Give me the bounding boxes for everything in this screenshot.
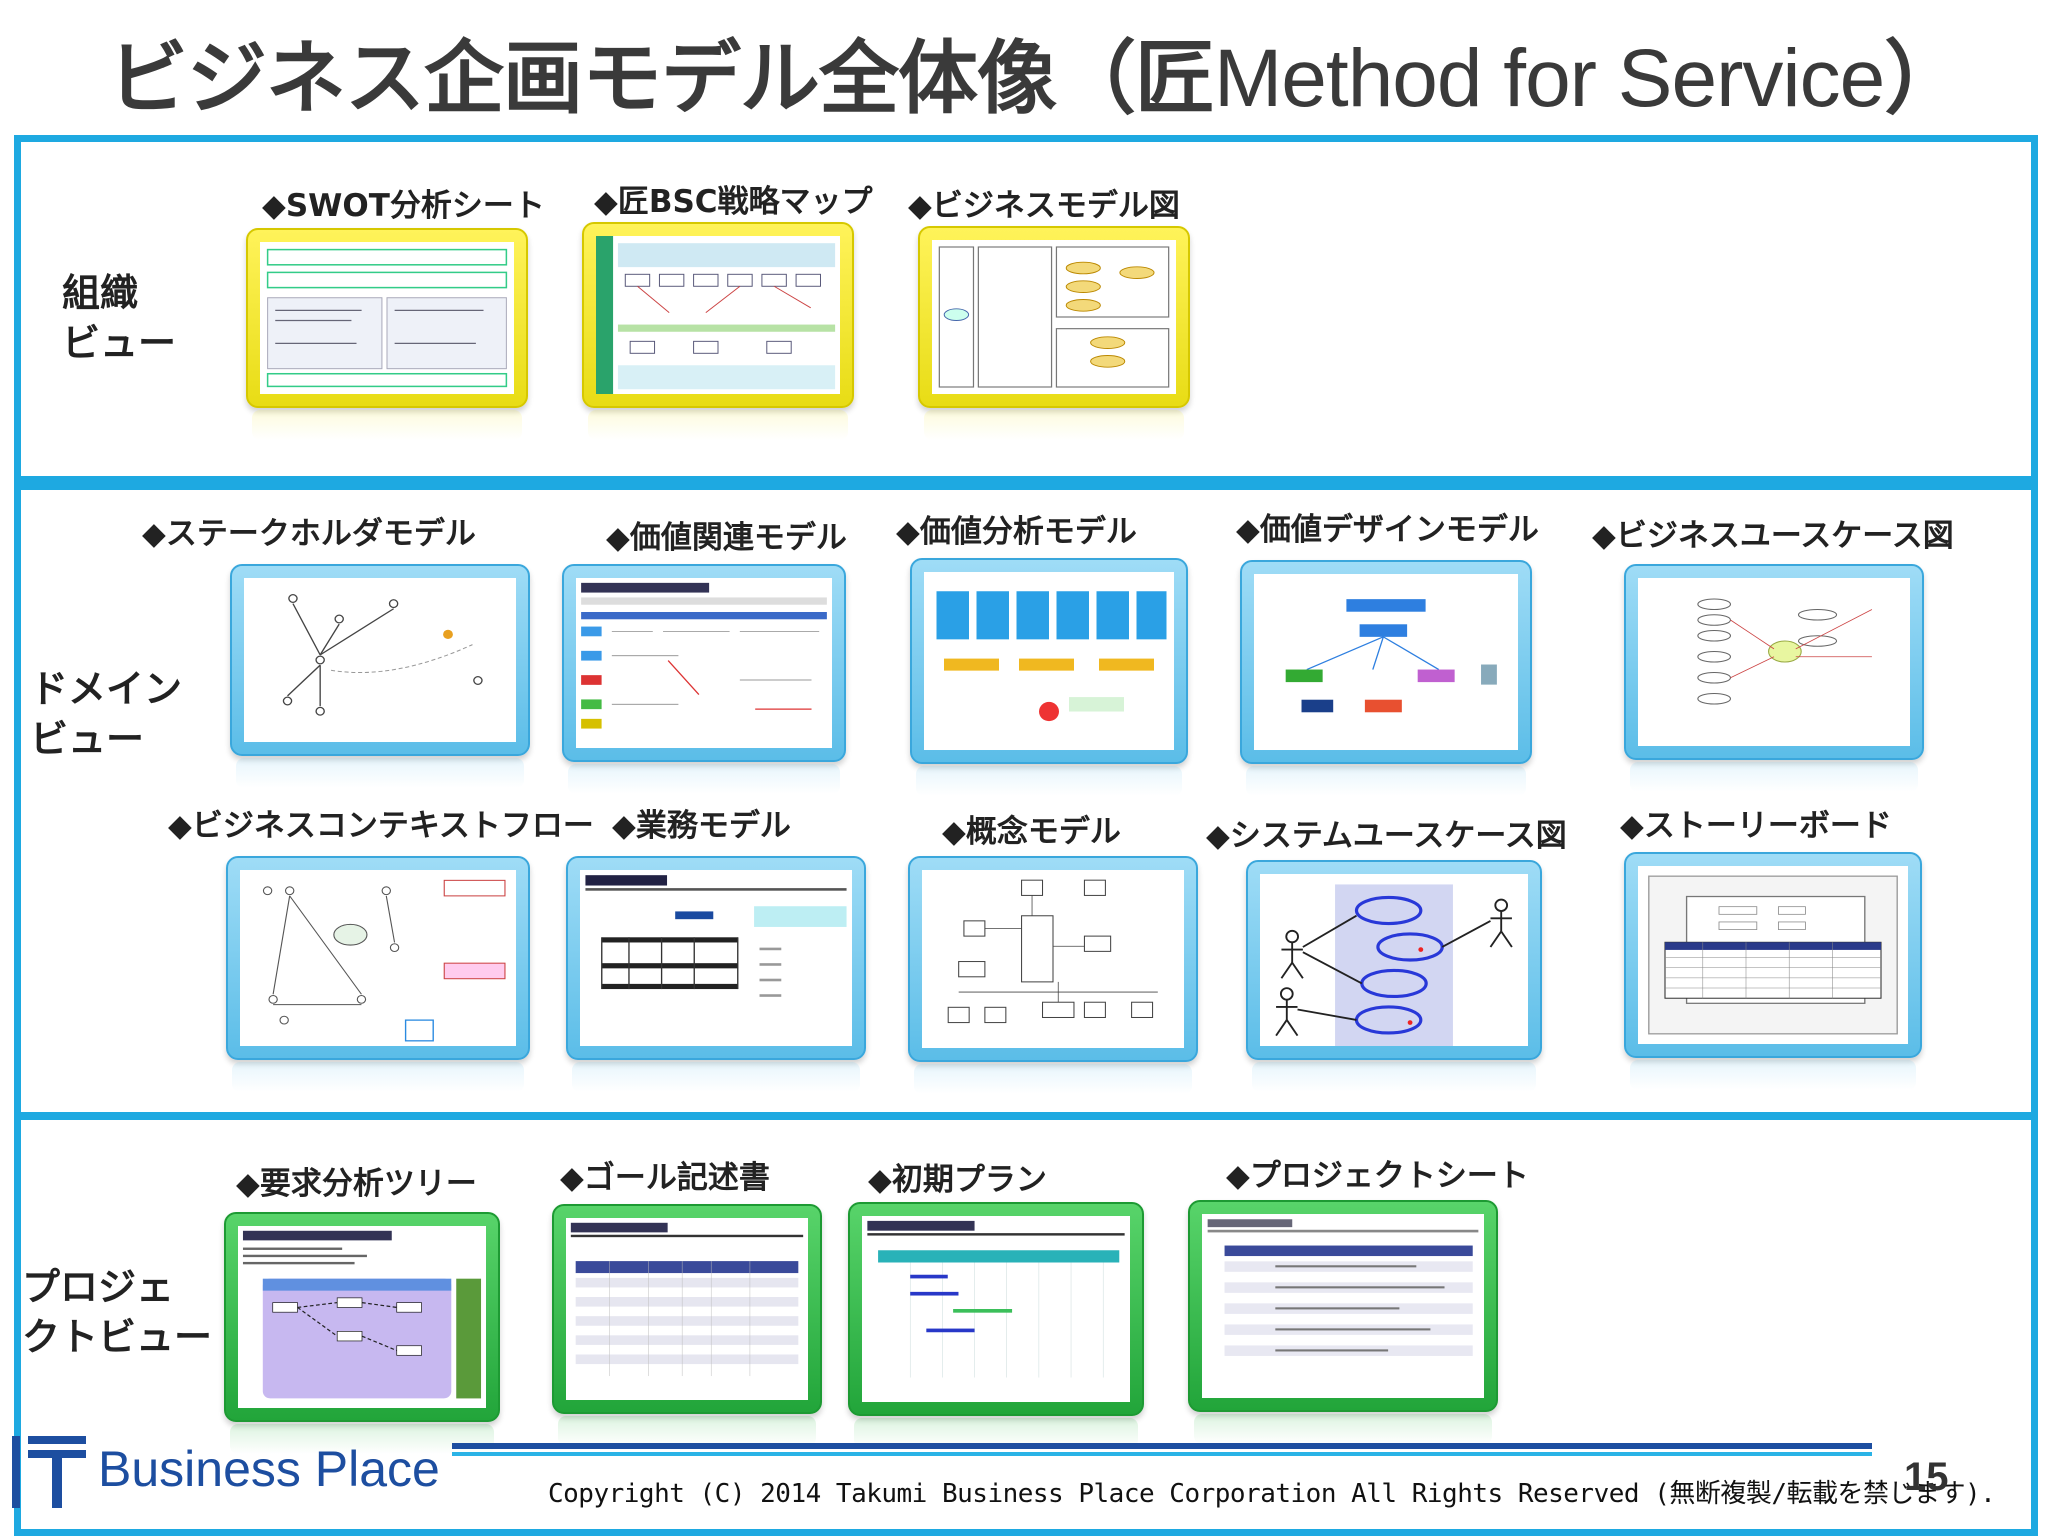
caption-value-design-model: ◆価値デザインモデル bbox=[1236, 512, 1539, 548]
thumb-stakeholder-model[interactable] bbox=[230, 564, 530, 788]
caption-requirement-tree: ◆要求分析ツリー bbox=[236, 1166, 477, 1202]
thumb-concept-model[interactable] bbox=[908, 856, 1198, 1094]
title-close: ） bbox=[1884, 32, 1964, 125]
caption-value-analysis-model: ◆価値分析モデル bbox=[896, 514, 1137, 550]
thumb-value-analysis-model[interactable] bbox=[910, 558, 1188, 796]
thumb-project-sheet[interactable] bbox=[1188, 1200, 1498, 1444]
thumb-storyboard[interactable] bbox=[1624, 852, 1922, 1090]
caption-system-usecase-diagram: ◆システムユースケース図 bbox=[1206, 818, 1567, 854]
footer-rule-light bbox=[452, 1452, 1872, 1456]
thumb-goal-statement[interactable] bbox=[552, 1204, 822, 1446]
page-number: 15 bbox=[1904, 1455, 1949, 1499]
thumb-business-context-flow[interactable] bbox=[226, 856, 530, 1092]
title-jp: ビジネス企画モデル全体像（匠 bbox=[108, 32, 1215, 125]
caption-business-context-flow: ◆ビジネスコンテキストフロー bbox=[168, 808, 594, 844]
caption-stakeholder-model: ◆ステークホルダモデル bbox=[142, 516, 476, 552]
thumb-requirement-tree[interactable] bbox=[224, 1212, 500, 1454]
footer-rule-dark bbox=[452, 1443, 1872, 1449]
caption-storyboard: ◆ストーリーボード bbox=[1620, 808, 1892, 844]
thumb-system-usecase-diagram[interactable] bbox=[1246, 860, 1542, 1092]
thumb-business-usecase-diagram[interactable] bbox=[1624, 564, 1924, 792]
caption-goal-statement: ◆ゴール記述書 bbox=[560, 1160, 770, 1196]
caption-business-model: ◆業務モデル bbox=[612, 808, 791, 844]
domain-view-label: ドメイン ビュー bbox=[30, 667, 183, 761]
thumb-value-relation-model[interactable] bbox=[562, 564, 846, 794]
caption-value-relation-model: ◆価値関連モデル bbox=[606, 520, 847, 556]
it-logo-icon bbox=[12, 1436, 86, 1508]
page-title: ビジネス企画モデル全体像（匠Method for Service） bbox=[108, 14, 1964, 130]
caption-project-sheet: ◆プロジェクトシート bbox=[1226, 1158, 1529, 1194]
logo-text: Business Place bbox=[98, 1441, 440, 1497]
caption-concept-model: ◆概念モデル bbox=[942, 814, 1121, 850]
caption-swot-sheet: ◆SWOT分析シート bbox=[262, 188, 545, 224]
caption-initial-plan: ◆初期プラン bbox=[868, 1162, 1047, 1198]
title-latin: Method for Service bbox=[1214, 33, 1885, 124]
copyright-notice: Copyright (C) 2014 Takumi Business Place… bbox=[548, 1479, 1996, 1509]
caption-bsc-strategy-map: ◆匠BSC戦略マップ bbox=[594, 184, 873, 220]
thumb-swot-sheet[interactable] bbox=[246, 228, 528, 440]
project-view-label: プロジェ クトビュー bbox=[22, 1265, 213, 1359]
thumb-bsc-strategy-map[interactable] bbox=[582, 222, 854, 440]
thumb-value-design-model[interactable] bbox=[1240, 560, 1532, 796]
company-logo: Business Place bbox=[8, 1432, 458, 1512]
thumb-business-model-diagram[interactable] bbox=[918, 226, 1190, 440]
thumb-initial-plan[interactable] bbox=[848, 1202, 1144, 1448]
organization-view-label: 組織 ビュー bbox=[62, 271, 177, 365]
thumb-business-model[interactable] bbox=[566, 856, 866, 1092]
caption-business-model-diagram: ◆ビジネスモデル図 bbox=[908, 188, 1180, 224]
caption-business-usecase-diagram: ◆ビジネスユースケース図 bbox=[1592, 518, 1954, 554]
